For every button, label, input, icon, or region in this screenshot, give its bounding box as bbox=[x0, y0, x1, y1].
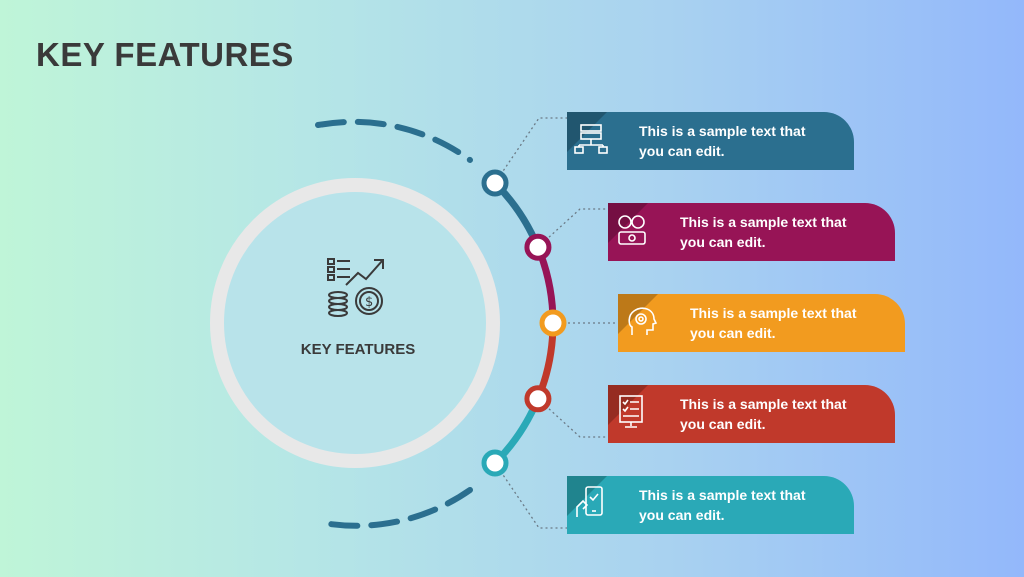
feature-text: This is a sample text that you can edit. bbox=[639, 487, 806, 523]
feature-box-4: This is a sample text that you can edit. bbox=[608, 385, 895, 443]
feature-text: This is a sample text that you can edit. bbox=[680, 396, 847, 432]
mobile-check-icon bbox=[576, 486, 603, 517]
arc-dash-top bbox=[315, 118, 473, 163]
arc-node bbox=[481, 449, 509, 477]
feature-text: This is a sample text that you can edit. bbox=[639, 123, 806, 159]
connector-line bbox=[494, 117, 567, 184]
feature-box-2: This is a sample text that you can edit. bbox=[608, 203, 895, 261]
money-gears-icon bbox=[618, 215, 646, 245]
head-gear-icon bbox=[628, 307, 658, 335]
arc-node bbox=[524, 385, 552, 413]
feature-text: This is a sample text that you can edit. bbox=[680, 214, 847, 250]
connector-line bbox=[537, 398, 608, 438]
feature-corner bbox=[567, 476, 607, 516]
feature-text: This is a sample text that you can edit. bbox=[690, 305, 857, 341]
server-network-icon bbox=[574, 124, 608, 154]
feature-corner bbox=[618, 294, 658, 334]
feature-box-1: This is a sample text that you can edit. bbox=[567, 112, 854, 170]
feature-corner bbox=[608, 203, 648, 243]
center-label: KEY FEATURES bbox=[300, 341, 416, 358]
center-ring bbox=[210, 178, 500, 468]
slide-title: KEY FEATURES bbox=[36, 36, 294, 73]
arc-node bbox=[524, 233, 552, 261]
feature-box-5: This is a sample text that you can edit. bbox=[567, 476, 854, 534]
checklist-monitor-icon bbox=[619, 395, 643, 428]
arc-dash-bottom bbox=[315, 487, 473, 529]
connector-line bbox=[494, 462, 567, 529]
arc-nodes bbox=[481, 169, 567, 477]
arc-node bbox=[539, 309, 567, 337]
arc-node bbox=[481, 169, 509, 197]
connector-line bbox=[537, 208, 608, 248]
finance-growth-icon: $ bbox=[327, 258, 384, 317]
svg-text:$: $ bbox=[365, 295, 373, 310]
feature-box-3: This is a sample text that you can edit. bbox=[618, 294, 905, 352]
